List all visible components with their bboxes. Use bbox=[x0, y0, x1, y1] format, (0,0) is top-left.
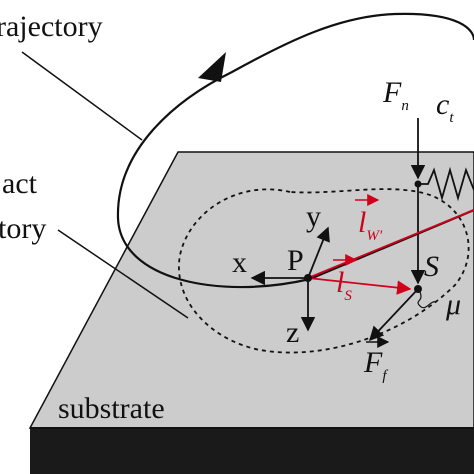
vector-ls-label: lS bbox=[336, 266, 352, 304]
vector-lw-arrow bbox=[307, 209, 474, 279]
trajectory-leader-line bbox=[21, 51, 143, 141]
substrate-label: substrate bbox=[58, 392, 165, 425]
friction-force-symbol: F bbox=[363, 346, 383, 379]
vector-lw-symbol: l bbox=[358, 206, 366, 239]
normal-force-subscript: n bbox=[401, 98, 409, 114]
friction-squiggle-icon bbox=[417, 291, 437, 309]
vector-ls-symbol: l bbox=[336, 266, 344, 299]
friction-coefficient-label: μ bbox=[445, 288, 461, 321]
stiffness-subscript: t bbox=[449, 110, 454, 126]
vector-lw-label: lW' bbox=[358, 206, 383, 244]
point-p-marker bbox=[304, 274, 312, 282]
trajectory-direction-arrow-icon bbox=[198, 52, 226, 82]
point-s-label: S bbox=[424, 250, 439, 283]
contact-trajectory-leader-line bbox=[57, 229, 189, 319]
stiffness-symbol: c bbox=[436, 88, 449, 121]
vector-ls-subscript: S bbox=[344, 288, 352, 304]
spring-icon bbox=[418, 166, 474, 202]
trajectory-label: rajectory bbox=[0, 10, 103, 43]
y-axis-label: y bbox=[306, 200, 321, 233]
spring-joint-marker bbox=[414, 180, 422, 188]
y-axis-arrow bbox=[307, 226, 330, 279]
normal-force-symbol: F bbox=[382, 76, 402, 109]
contact-trajectory-label-line1: act bbox=[2, 167, 38, 200]
point-p-label: P bbox=[287, 244, 304, 277]
vector-lw-subscript: W' bbox=[366, 228, 382, 244]
vector-ls-arrow bbox=[307, 277, 412, 295]
stiffness-label: ct bbox=[436, 88, 454, 126]
friction-force-subscript: f bbox=[382, 368, 388, 384]
substrate-side bbox=[30, 428, 474, 474]
trajectory-path bbox=[116, 12, 474, 289]
x-axis-label: x bbox=[232, 246, 247, 279]
point-s-marker bbox=[414, 285, 422, 293]
contact-trajectory-path bbox=[178, 188, 470, 354]
normal-force-label: Fn bbox=[382, 76, 409, 114]
z-axis-label: z bbox=[286, 316, 299, 349]
substrate-surface bbox=[28, 151, 474, 429]
contact-trajectory-label-line2: tory bbox=[0, 212, 46, 245]
friction-force-label: Ff bbox=[363, 346, 388, 384]
friction-force-arrow bbox=[369, 288, 419, 342]
